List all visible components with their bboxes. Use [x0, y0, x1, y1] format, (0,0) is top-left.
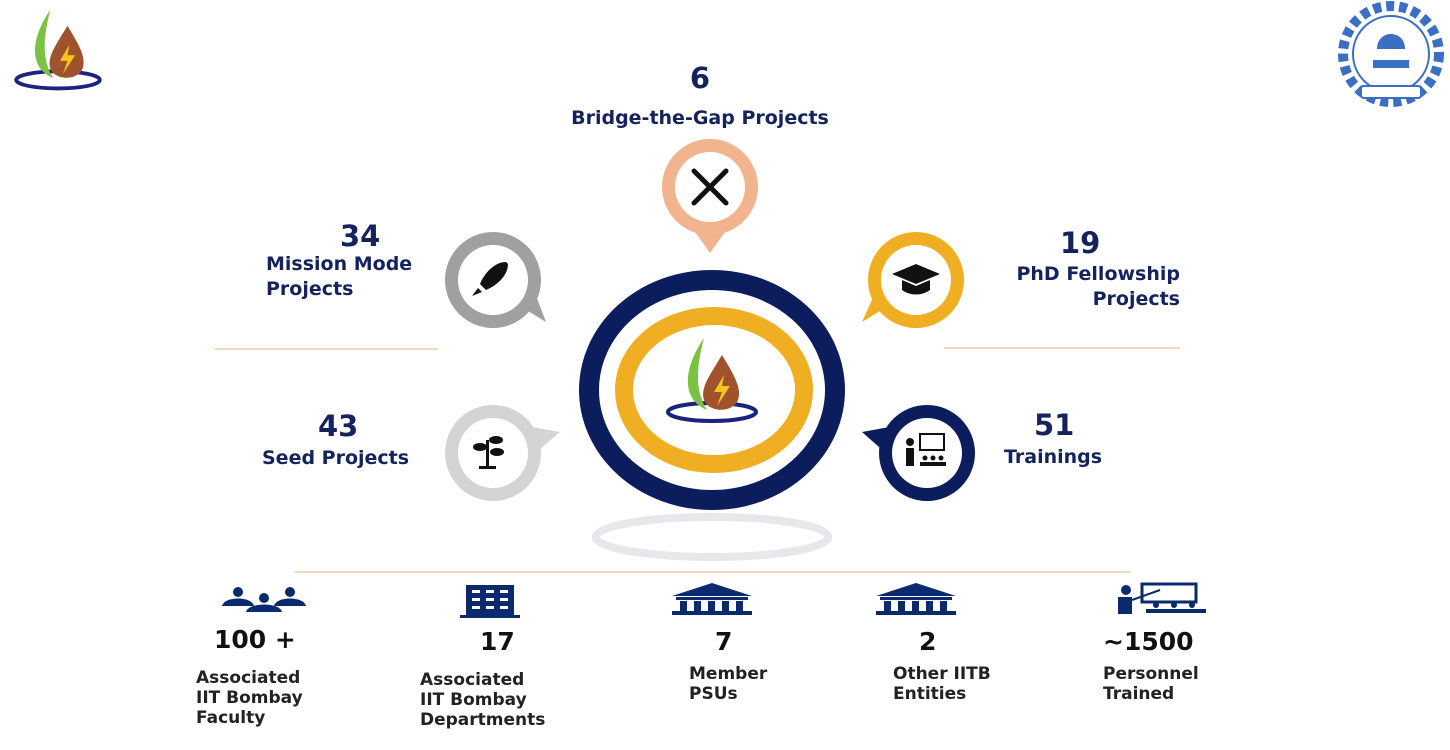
stat-label: PSUs: [689, 684, 738, 704]
people-icon: [222, 587, 306, 612]
stat-value: 7: [715, 627, 733, 656]
phd-label-2: Projects: [1092, 288, 1180, 310]
stat-label: Associated: [196, 668, 301, 688]
seed-label: Seed Projects: [262, 447, 410, 469]
stat-psus: 7 Member PSUs: [689, 627, 768, 705]
building-icon: [460, 585, 520, 618]
phd-value: 19: [1060, 226, 1101, 260]
stat-label: Member: [689, 664, 768, 684]
left-logo: [14, 7, 102, 91]
stat-departments: 17 Associated IIT Bombay Departments: [420, 627, 546, 731]
bubble-seed: [445, 405, 560, 501]
divider-bottom: [295, 571, 1130, 573]
stat-label: Entities: [893, 684, 967, 704]
mission-mode-label-2: Projects: [266, 278, 354, 300]
stat-iitb-entities: 2 Other IITB Entities: [893, 627, 991, 705]
stat-label: IIT Bombay: [420, 690, 527, 710]
mission-mode-value: 34: [340, 219, 381, 253]
trainings-label: Trainings: [1004, 446, 1103, 468]
stat-faculty: 100 + Associated IIT Bombay Faculty: [196, 625, 303, 729]
bubble-phd: [862, 232, 964, 328]
stat-value: 17: [480, 627, 515, 656]
bridge-gap-value: 6: [689, 61, 711, 95]
stat-label: IIT Bombay: [196, 688, 303, 708]
stat-label: Associated: [420, 670, 525, 690]
rocket-icon: [472, 262, 508, 296]
stat-label: Faculty: [196, 708, 266, 728]
stat-label: Other IITB: [893, 664, 991, 684]
stat-label: Departments: [420, 710, 546, 730]
stat-label: Personnel: [1103, 664, 1199, 684]
graduation-cap-icon: [892, 264, 940, 295]
right-logo: [1338, 1, 1444, 107]
phd-label-1: PhD Fellowship: [1016, 263, 1180, 285]
stat-value: 2: [919, 627, 937, 656]
sprout-icon: [473, 436, 504, 469]
divider-right: [944, 347, 1180, 349]
stat-personnel: ~1500 Personnel Trained: [1103, 627, 1199, 705]
teacher-icon: [1118, 582, 1206, 614]
bubble-mission-mode: [445, 232, 546, 328]
shadow-ellipse: [592, 513, 832, 561]
bubble-trainings: [862, 405, 975, 501]
seed-value: 43: [318, 409, 359, 443]
bubble-bridge-the-gap: [662, 139, 758, 253]
stat-label: Trained: [1103, 684, 1175, 704]
mission-mode-label-1: Mission Mode: [266, 253, 413, 275]
tools-icon: [691, 168, 729, 206]
trainings-value: 51: [1034, 408, 1075, 442]
institution-icon: [876, 583, 956, 615]
stat-value: 100 +: [214, 625, 296, 654]
teacher-icon: [906, 433, 946, 466]
divider-left: [215, 348, 438, 350]
bridge-gap-label: Bridge-the-Gap Projects: [571, 107, 829, 129]
stat-value: ~1500: [1103, 627, 1194, 656]
institution-icon: [672, 583, 752, 615]
